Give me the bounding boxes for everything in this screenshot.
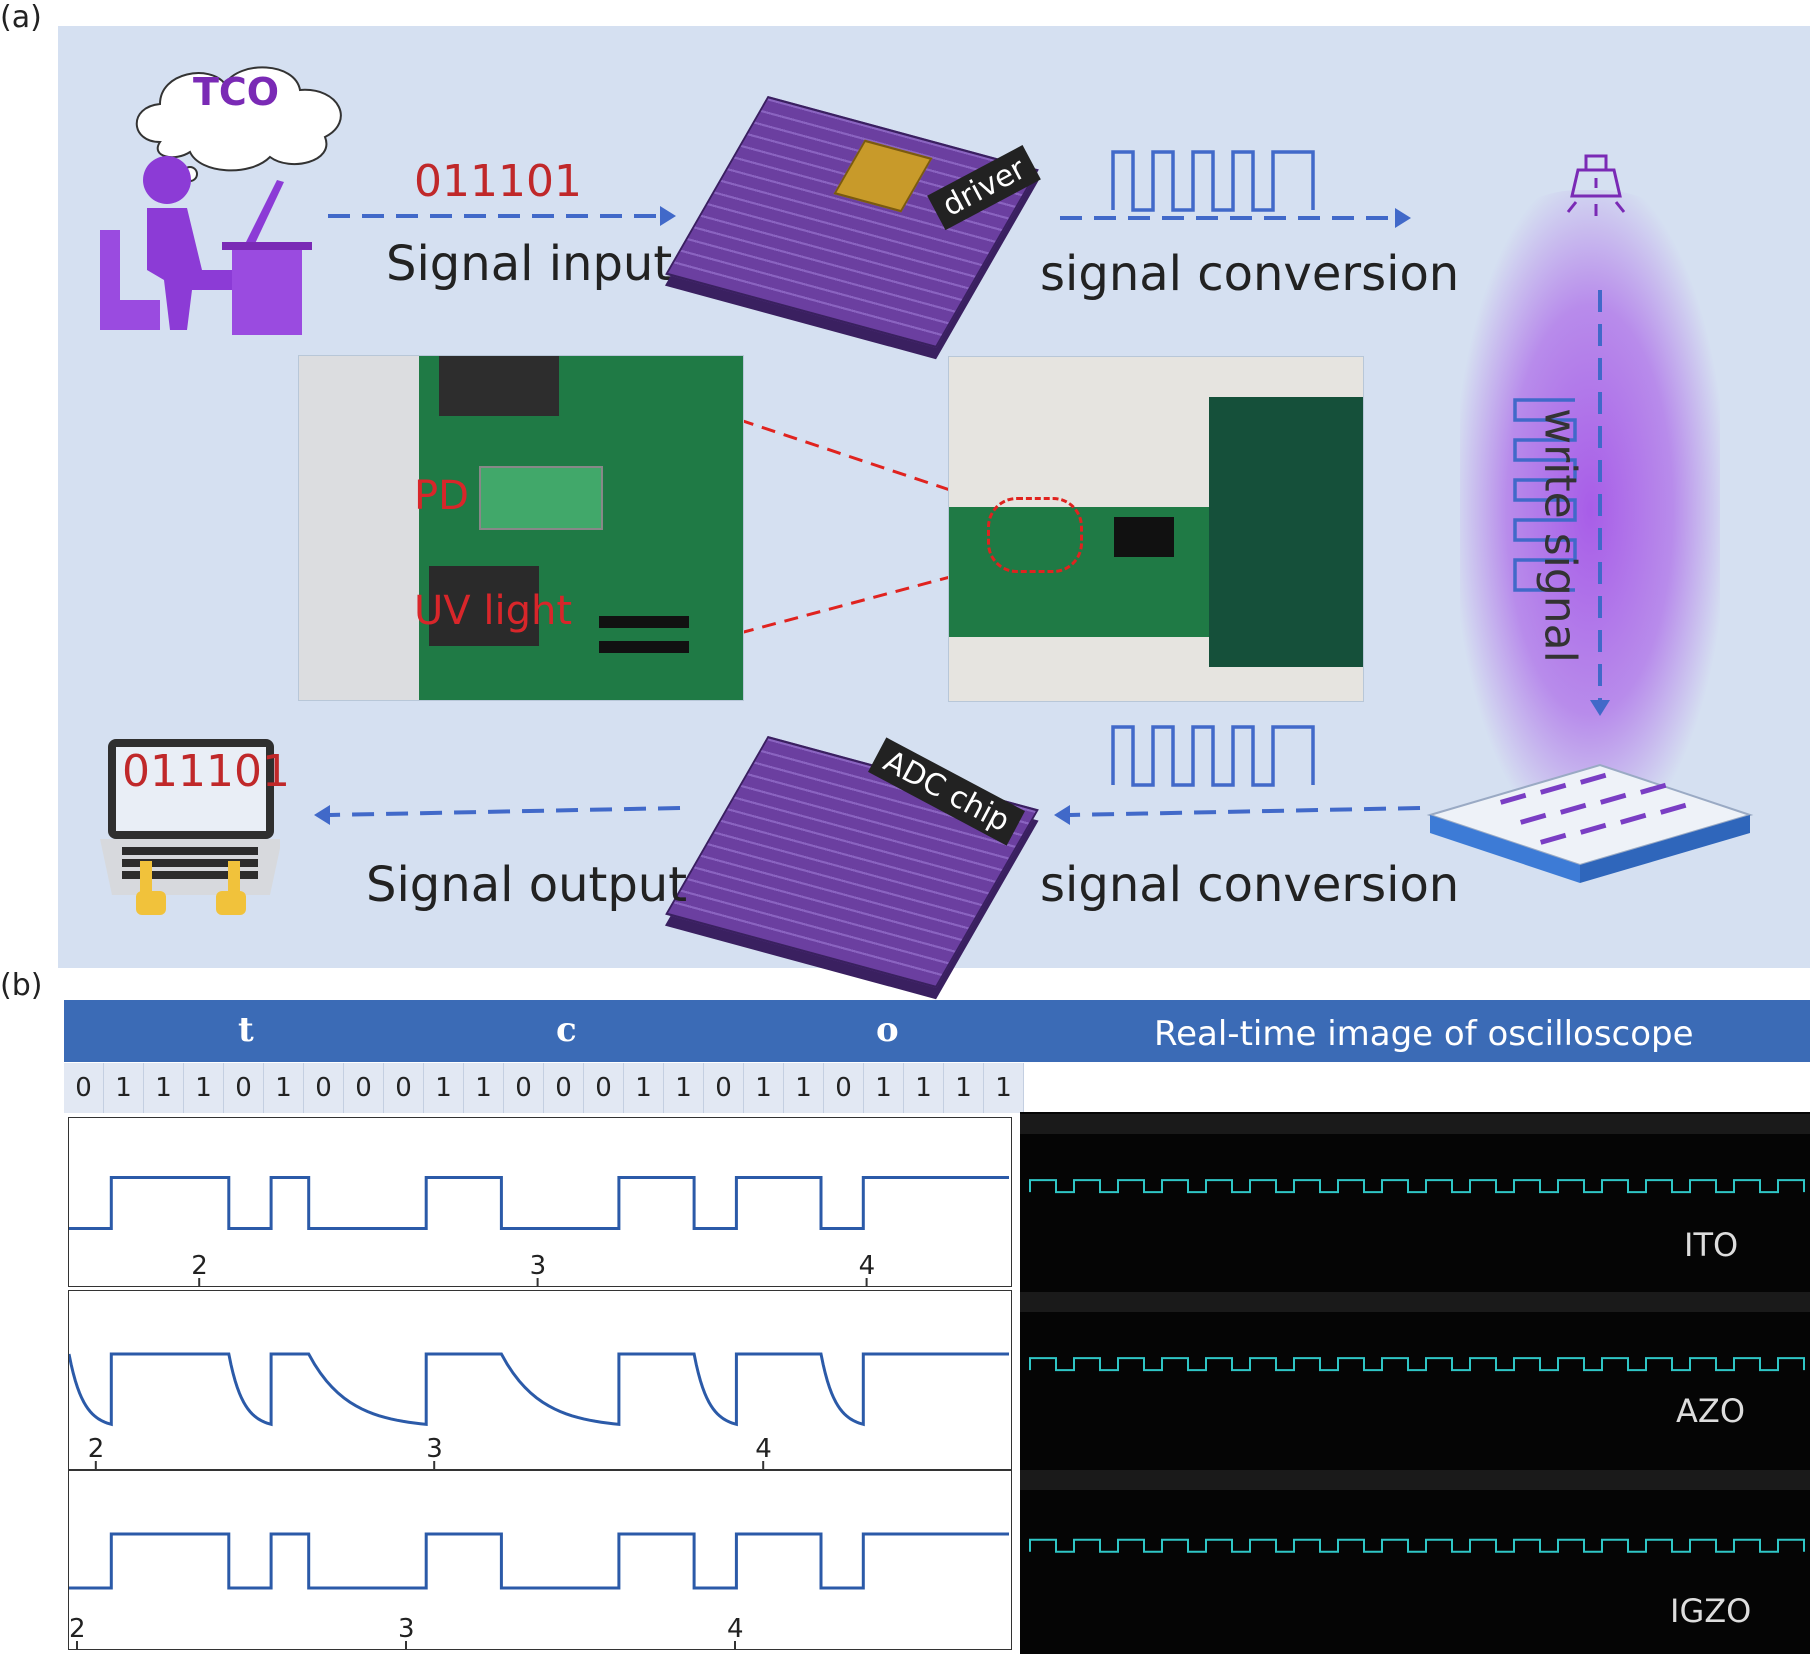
x-tick-label: 3 <box>530 1251 547 1281</box>
scope-screen-azo: AZO <box>1020 1290 1810 1468</box>
oscilloscope-title: Real-time image of oscilloscope <box>1154 1014 1694 1054</box>
write-signal-label: write signal <box>1534 408 1586 663</box>
x-tick-label: 3 <box>398 1614 415 1644</box>
scope-label-igzo: IGZO <box>1670 1592 1752 1630</box>
bit-cell: 1 <box>904 1063 944 1113</box>
bit-cell: 1 <box>984 1063 1024 1113</box>
scope-screen-igzo: IGZO <box>1020 1468 1810 1654</box>
bit-cell: 1 <box>664 1063 704 1113</box>
bit-cell: 0 <box>704 1063 744 1113</box>
panel-label-b: (b) <box>0 968 43 1003</box>
x-tick-label: 4 <box>755 1434 772 1464</box>
signal-conversion-top-label: signal conversion <box>1040 246 1460 302</box>
scope-trace-line <box>1029 1357 1805 1372</box>
photo-uv-label: UV light <box>414 588 573 634</box>
x-tick-label: 4 <box>859 1251 876 1281</box>
signal-output-label: Signal output <box>366 857 688 913</box>
x-tick-label: 2 <box>88 1434 105 1464</box>
bit-cell: 1 <box>264 1063 304 1113</box>
thought-text: TCO <box>193 70 280 114</box>
plot-azo: 2 3 4 <box>68 1290 1012 1470</box>
signal-trace <box>69 1176 1009 1230</box>
header-letter-c: c <box>556 1010 577 1050</box>
bit-cell: 0 <box>304 1063 344 1113</box>
header-letter-t: t <box>238 1010 254 1050</box>
signal-trace <box>69 1352 1009 1427</box>
x-tick-label: 4 <box>727 1614 744 1644</box>
uv-light-beam <box>1460 190 1720 830</box>
bit-cell: 1 <box>424 1063 464 1113</box>
bit-cell: 1 <box>744 1063 784 1113</box>
scope-label-ito: ITO <box>1684 1226 1739 1264</box>
sample-substrate-icon <box>1426 763 1754 883</box>
plot-igzo: 2 3 4 <box>68 1470 1012 1650</box>
output-bits: 011101 <box>122 746 290 797</box>
x-tick-label: 2 <box>191 1251 208 1281</box>
signal-input-label: Signal input <box>386 236 673 292</box>
x-tick-label: 3 <box>426 1434 443 1464</box>
x-tick-label: 2 <box>69 1614 86 1644</box>
bit-cell: 1 <box>864 1063 904 1113</box>
bit-cell: 0 <box>344 1063 384 1113</box>
bit-cell: 0 <box>64 1063 104 1113</box>
photo-full-board <box>948 356 1364 702</box>
bit-cell: 0 <box>544 1063 584 1113</box>
scope-label-azo: AZO <box>1676 1392 1745 1430</box>
signal-conversion-bottom-label: signal conversion <box>1040 857 1460 913</box>
photo-pd-label: PD <box>414 473 469 519</box>
bit-cell: 0 <box>824 1063 864 1113</box>
bit-cell: 0 <box>504 1063 544 1113</box>
header-letter-o: o <box>876 1010 899 1050</box>
bit-cell: 1 <box>184 1063 224 1113</box>
laptop-icon <box>100 739 280 915</box>
lamp-icon <box>1566 154 1626 216</box>
bit-cell: 0 <box>584 1063 624 1113</box>
panel-a-arrows <box>314 150 1610 825</box>
person-at-computer-icon <box>100 156 312 335</box>
photo-pd-uv-closeup <box>298 355 744 701</box>
signal-trace <box>69 1532 1009 1590</box>
scope-screen-ito: ITO <box>1020 1112 1810 1290</box>
scope-trace-line <box>1029 1179 1805 1194</box>
bit-cell: 1 <box>944 1063 984 1113</box>
input-bits: 011101 <box>414 156 582 207</box>
bit-cell: 1 <box>784 1063 824 1113</box>
bit-cell: 1 <box>624 1063 664 1113</box>
panel-b-header <box>64 1000 1810 1062</box>
bit-cell: 1 <box>104 1063 144 1113</box>
panel-label-a: (a) <box>0 0 42 35</box>
bit-cell: 1 <box>144 1063 184 1113</box>
bit-cell: 0 <box>224 1063 264 1113</box>
plot-ito: 2 3 4 <box>68 1117 1012 1287</box>
bit-cell: 0 <box>384 1063 424 1113</box>
scope-trace-line <box>1029 1538 1805 1553</box>
bit-cell: 1 <box>464 1063 504 1113</box>
